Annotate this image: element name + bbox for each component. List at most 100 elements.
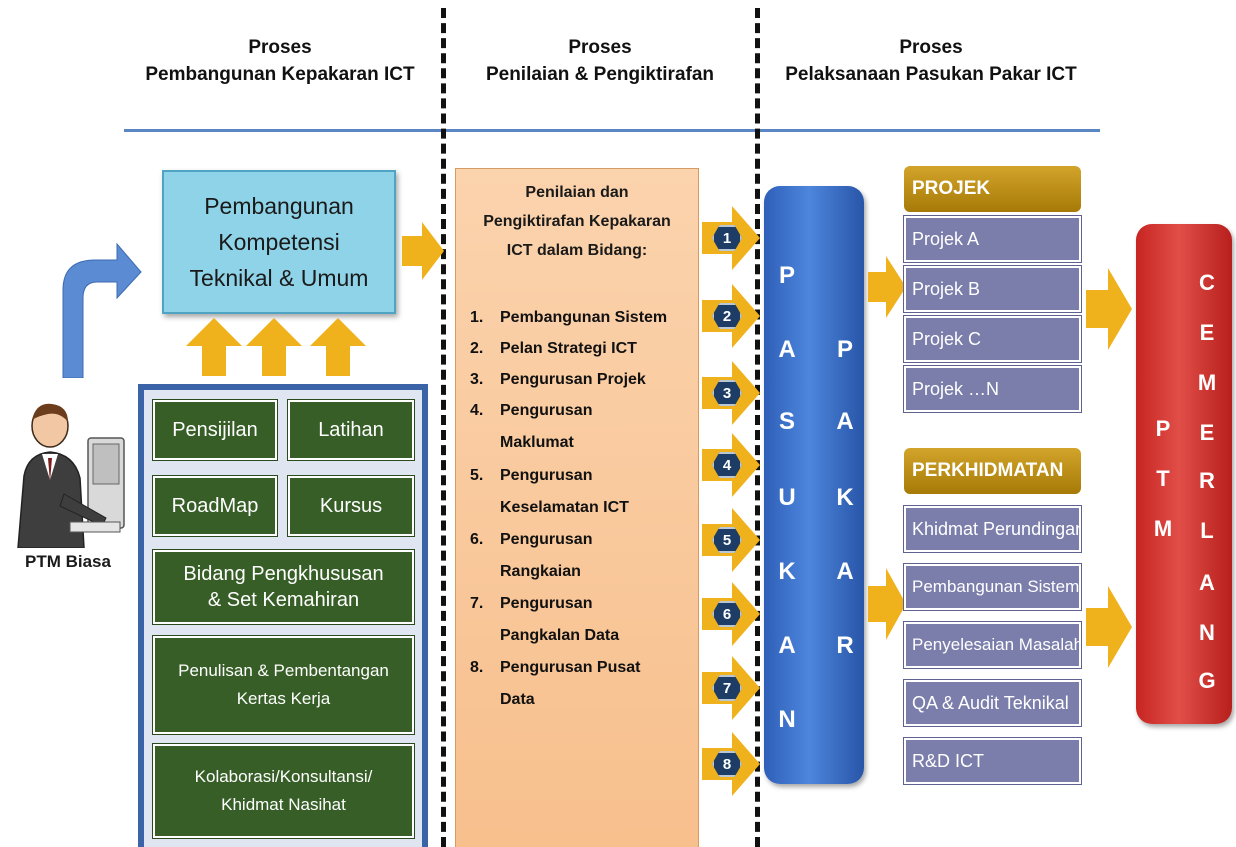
item-6-number: 6. xyxy=(470,531,484,548)
number-badge-2: 2 xyxy=(712,303,742,329)
curved-up-arrow-icon xyxy=(62,242,142,378)
up-arrow-icon-2 xyxy=(246,318,302,376)
projek-item-1: Projek A xyxy=(903,215,1082,263)
item-4-line1: Pengurusan xyxy=(500,402,593,419)
header-col3: Proses Pelaksanaan Pasukan Pakar ICT xyxy=(766,34,1096,88)
cemerlang-letter-2: E xyxy=(1199,320,1215,345)
number-badge-4: 4 xyxy=(712,452,742,478)
competency-box: Pembangunan Kompetensi Teknikal & Umum xyxy=(162,170,396,314)
right-arrow-icon-result-2 xyxy=(1086,586,1132,668)
item-2-number: 2. xyxy=(470,340,484,357)
item-8-number: 8. xyxy=(470,659,484,676)
item-2-line1: Pelan Strategi ICT xyxy=(500,340,637,357)
column-divider-1 xyxy=(441,8,446,847)
perkhidmatan-item-1: Khidmat Perundingan xyxy=(903,505,1085,553)
item-8-line1: Pengurusan Pusat xyxy=(500,659,641,676)
right-arrow-icon-result-1 xyxy=(1086,268,1132,350)
header-col3-line1: Proses xyxy=(899,37,963,58)
pasukan-pakar-box xyxy=(764,186,864,784)
pill-pensijilan: Pensijilan xyxy=(152,399,278,461)
header-col2-line1: Proses xyxy=(568,37,632,58)
pill-latihan-label: Latihan xyxy=(318,419,384,441)
pill-kolaborasi-line1: Kolaborasi/Konsultansi/ xyxy=(194,767,373,786)
column-divider-2 xyxy=(755,8,760,847)
header-col1: Proses Pembangunan Kepakaran ICT xyxy=(120,34,440,88)
item-7-number: 7. xyxy=(470,595,484,612)
item-7-line2: Pangkalan Data xyxy=(500,627,620,644)
header-col1-line2: Pembangunan Kepakaran ICT xyxy=(145,64,415,85)
header-divider-line xyxy=(124,129,1100,132)
pakar-letter-5: R xyxy=(836,632,854,659)
header-col3-line2: Pelaksanaan Pasukan Pakar ICT xyxy=(785,64,1077,85)
header-col2-line2: Penilaian & Pengiktirafan xyxy=(485,64,715,85)
right-arrow-icon-perkhidmatan xyxy=(868,568,906,640)
pakar-letter-3: K xyxy=(836,484,854,511)
item-5-line2: Keselamatan ICT xyxy=(500,499,629,516)
pill-penulisan: Penulisan & Pembentangan Kertas Kerja xyxy=(152,635,415,735)
pasukan-letter-5: K xyxy=(778,558,796,585)
pill-penulisan-line2: Kertas Kerja xyxy=(236,689,331,708)
item-4-line2: Maklumat xyxy=(500,434,574,451)
item-3-line1: Pengurusan Projek xyxy=(500,371,646,388)
pasukan-letter-3: S xyxy=(778,408,795,435)
person-at-computer-icon xyxy=(17,403,125,548)
item-6-line1: Pengurusan xyxy=(500,531,593,548)
pill-bidang-line2: & Set Kemahiran xyxy=(207,589,360,611)
cemerlang-letter-8: N xyxy=(1199,620,1215,645)
item-6-line2: Rangkaian xyxy=(500,563,581,580)
ptm-letter-2: T xyxy=(1156,466,1170,491)
header-col2: Proses Penilaian & Pengiktirafan xyxy=(450,34,750,88)
up-arrow-icon-1 xyxy=(186,318,242,376)
perkhidmatan-item-3: Penyelesaian Masalah xyxy=(903,621,1083,669)
item-8-line2: Data xyxy=(500,691,535,708)
pasukan-letter-4: U xyxy=(778,484,796,511)
ptm-letter-1: P xyxy=(1155,416,1171,441)
header-col1-line1: Proses xyxy=(248,37,312,58)
pill-kursus-label: Kursus xyxy=(319,495,383,517)
item-7-line1: Pengurusan xyxy=(500,595,593,612)
pasukan-letter-2: A xyxy=(778,336,796,363)
projek-header: PROJEK xyxy=(904,166,1081,212)
cemerlang-letter-3: M xyxy=(1197,370,1217,395)
pakar-letter-1: P xyxy=(836,336,853,363)
person-label: PTM Biasa xyxy=(25,552,111,571)
ptm-cemerlang-box xyxy=(1136,224,1232,724)
perkhidmatan-item-5: R&D ICT xyxy=(903,737,1082,785)
competency-box-line1: Pembangunan xyxy=(204,193,354,219)
item-5-line1: Pengurusan xyxy=(500,467,593,484)
right-arrow-icon-competency xyxy=(402,222,444,280)
assessment-title-line1: Penilaian dan xyxy=(525,184,629,201)
pakar-letter-4: A xyxy=(836,558,854,585)
item-3-number: 3. xyxy=(470,371,484,388)
assessment-item-3: 3. Pengurusan Projek xyxy=(470,364,646,396)
cemerlang-letter-9: G xyxy=(1198,668,1216,693)
projek-item-4: Projek …N xyxy=(903,365,1082,413)
perkhidmatan-header: PERKHIDMATAN xyxy=(904,448,1081,494)
pasukan-letter-7: N xyxy=(778,706,796,733)
perkhidmatan-item-2: Pembangunan Sistem xyxy=(903,563,1082,611)
competency-box-line3: Teknikal & Umum xyxy=(189,265,369,291)
assessment-title: Penilaian dan Pengiktirafan Kepakaran IC… xyxy=(455,178,699,265)
competency-box-line2: Kompetensi xyxy=(218,229,340,255)
perkhidmatan-item-4: QA & Audit Teknikal xyxy=(903,679,1082,727)
item-1-line1: Pembangunan Sistem xyxy=(500,309,668,326)
pasukan-letter-6: A xyxy=(778,632,796,659)
up-arrow-icon-3 xyxy=(310,318,366,376)
pill-latihan: Latihan xyxy=(287,399,415,461)
cemerlang-letter-5: R xyxy=(1199,468,1215,493)
pill-penulisan-line1: Penulisan & Pembentangan xyxy=(178,661,389,680)
pill-roadmap-label: RoadMap xyxy=(171,495,259,517)
right-arrow-icon-projek xyxy=(868,256,906,318)
pill-kolaborasi-line2: Khidmat Nasihat xyxy=(221,795,346,814)
assessment-box xyxy=(455,168,699,847)
pill-kolaborasi: Kolaborasi/Konsultansi/ Khidmat Nasihat xyxy=(152,743,415,839)
pill-pensijilan-label: Pensijilan xyxy=(172,419,258,441)
pakar-letter-2: A xyxy=(836,408,854,435)
pill-kursus: Kursus xyxy=(287,475,415,537)
pill-bidang-line1: Bidang Pengkhususan xyxy=(183,563,384,585)
projek-item-3: Projek C xyxy=(903,315,1082,363)
